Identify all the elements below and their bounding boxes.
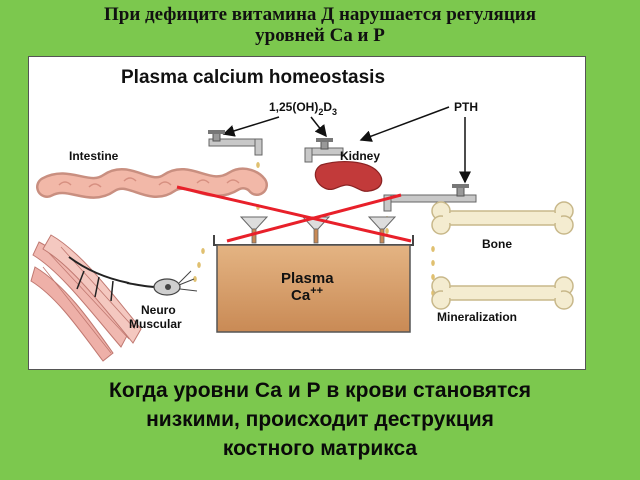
funnel-icon-left [239, 216, 269, 244]
arrow-vitd-to-kidney [310, 116, 327, 138]
arrow-vitd-to-intestine [222, 116, 280, 137]
bone-icon-top [431, 201, 574, 235]
neuron-icon [68, 256, 198, 302]
red-cross-line-1 [176, 185, 412, 243]
arrow-pth-to-kidney [359, 106, 450, 142]
muscle-fibers-icon [30, 234, 142, 362]
slide-title-line-2: уровней Са и Р [255, 25, 385, 46]
slide-title: При дефиците витамина Д нарушается регул… [0, 4, 640, 46]
kidney-faucet-icon [304, 138, 344, 163]
calcium-homeostasis-diagram: Plasma calcium homeostasis 1,25(OH)2D3 P… [28, 56, 586, 370]
intestine-icon [36, 167, 268, 199]
intestine-label: Intestine [69, 149, 119, 163]
bone-label: Bone [482, 237, 512, 251]
slide-caption: Когда уровни Са и Р в крови становятся н… [0, 376, 640, 463]
intestine-faucet-icon [208, 130, 263, 156]
red-cross-line-2 [226, 193, 402, 243]
mineralization-label: Mineralization [437, 310, 517, 324]
plasma-label: Plasma [281, 270, 334, 287]
funnel-icon-right [367, 216, 397, 244]
bone-icon-bottom [431, 276, 574, 310]
muscular-label: Muscular [129, 317, 182, 331]
kidney-icon [314, 161, 383, 192]
caption-line-3: костного матрикса [222, 437, 418, 460]
plasma-ca-label: Ca++ [291, 285, 323, 304]
diagram-title: Plasma calcium homeostasis [121, 67, 385, 88]
bone-faucet-icon [383, 184, 477, 212]
slide-title-line-1: При дефиците витамина Д нарушается регул… [103, 4, 537, 25]
kidney-label: Kidney [340, 149, 380, 163]
diagram-canvas: Plasma calcium homeostasis 1,25(OH)2D3 P… [30, 67, 574, 362]
vitamin-d-label: 1,25(OH)2D3 [269, 100, 337, 117]
caption-line-2: низкими, происходит деструкция [146, 408, 494, 431]
neuro-label: Neuro [141, 303, 176, 317]
pth-label: PTH [454, 100, 478, 114]
plasma-tank [213, 235, 414, 333]
caption-line-1: Когда уровни Са и Р в крови становятся [109, 379, 531, 402]
